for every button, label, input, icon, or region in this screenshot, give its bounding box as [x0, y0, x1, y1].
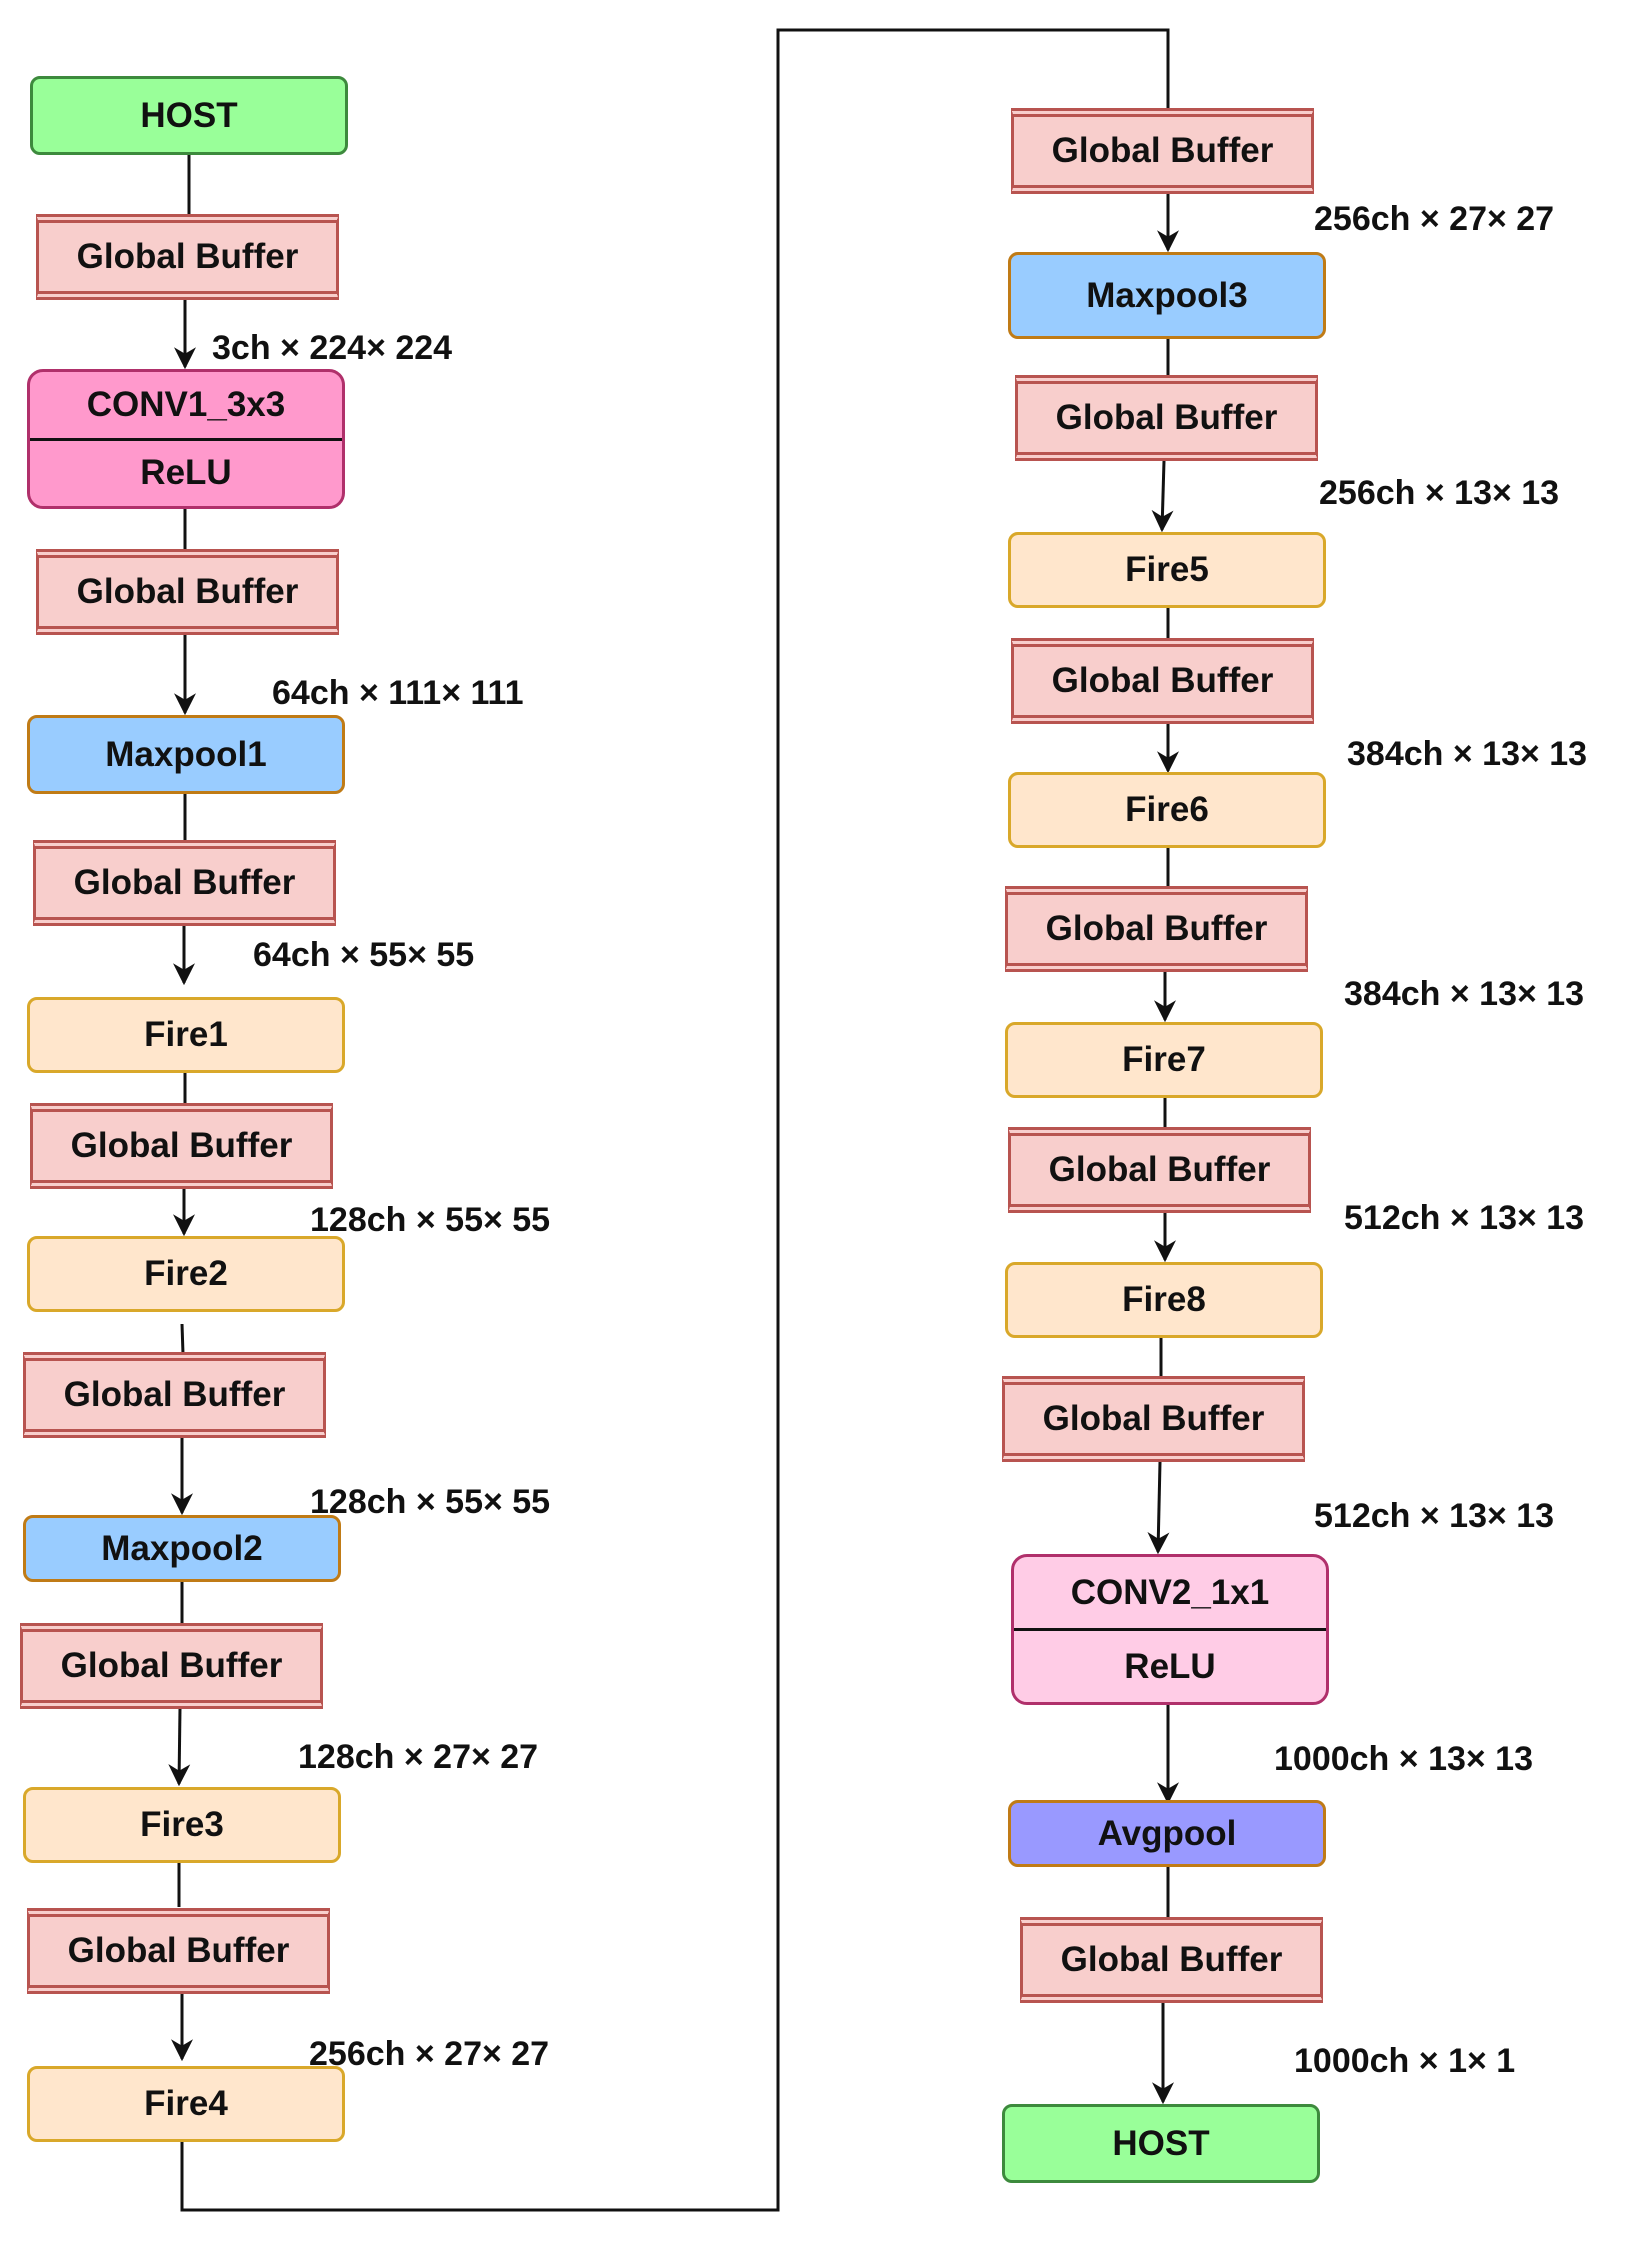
dim-label-maxpool1-input: 64ch × 111× 111 [272, 674, 524, 712]
global-buffer-label: Global Buffer [1055, 398, 1278, 437]
host-label: HOST [140, 95, 238, 135]
dim-label-fire1-input: 64ch × 55× 55 [253, 936, 475, 974]
dim-label-fire5-input: 256ch × 13× 13 [1319, 474, 1560, 512]
arrow-gb13-to-conv2 [1147, 1461, 1170, 1555]
global-buffer-1: Global Buffer [36, 214, 339, 300]
fire8-label: Fire8 [1122, 1280, 1206, 1319]
global-buffer-label: Global Buffer [1051, 661, 1274, 700]
global-buffer-5: Global Buffer [23, 1352, 326, 1438]
fire8-node: Fire8 [1005, 1262, 1323, 1338]
arrow-gb9-to-fire5 [1151, 460, 1174, 533]
global-buffer-3: Global Buffer [33, 840, 336, 926]
conv1-label: CONV1_3x3 [30, 372, 342, 441]
global-buffer-2: Global Buffer [36, 549, 339, 635]
maxpool1-label: Maxpool1 [105, 734, 267, 774]
relu-text: ReLU [140, 453, 232, 493]
connector-fire4-to-gb8 [180, 28, 1170, 2212]
global-buffer-label: Global Buffer [76, 572, 299, 611]
fire7-label: Fire7 [1122, 1040, 1206, 1079]
fire6-label: Fire6 [1125, 790, 1209, 829]
global-buffer-label: Global Buffer [1048, 1150, 1271, 1189]
maxpool3-label: Maxpool3 [1086, 275, 1248, 315]
dim-label-maxpool2-input: 128ch × 55× 55 [310, 1483, 551, 1521]
dim-label-fire6-input: 384ch × 13× 13 [1347, 735, 1588, 773]
dim-label-fire3-input: 128ch × 27× 27 [298, 1738, 539, 1776]
global-buffer-13: Global Buffer [1002, 1376, 1305, 1462]
global-buffer-8: Global Buffer [1011, 108, 1314, 194]
dim-label-output: 1000ch × 1× 1 [1294, 2042, 1516, 2080]
conv2-block: CONV2_1x1 ReLU [1011, 1554, 1329, 1705]
global-buffer-12: Global Buffer [1008, 1127, 1311, 1213]
dim-label-fire4-input: 256ch × 27× 27 [309, 2035, 550, 2073]
global-buffer-9: Global Buffer [1015, 375, 1318, 461]
fire7-node: Fire7 [1005, 1022, 1323, 1098]
global-buffer-label: Global Buffer [1042, 1399, 1265, 1438]
global-buffer-label: Global Buffer [1045, 909, 1268, 948]
fire1-node: Fire1 [27, 997, 345, 1073]
global-buffer-11: Global Buffer [1005, 886, 1308, 972]
maxpool3-node: Maxpool3 [1008, 252, 1326, 339]
fire1-label: Fire1 [144, 1015, 228, 1054]
global-buffer-label: Global Buffer [60, 1646, 283, 1685]
global-buffer-4: Global Buffer [30, 1103, 333, 1189]
conv2-label: CONV2_1x1 [1014, 1557, 1326, 1631]
avgpool-node: Avgpool [1008, 1800, 1326, 1867]
dim-label-conv2-input: 512ch × 13× 13 [1314, 1497, 1555, 1535]
dim-label-fire8-input: 512ch × 13× 13 [1344, 1199, 1585, 1237]
relu-label: ReLU [1014, 1631, 1326, 1702]
global-buffer-6: Global Buffer [20, 1623, 323, 1709]
dim-label-fire2-input: 128ch × 55× 55 [310, 1201, 551, 1239]
arrow-gb6-to-fire3 [168, 1707, 191, 1787]
global-buffer-label: Global Buffer [67, 1931, 290, 1970]
global-buffer-label: Global Buffer [1051, 131, 1274, 170]
maxpool2-label: Maxpool2 [101, 1528, 263, 1568]
global-buffer-label: Global Buffer [70, 1126, 293, 1165]
dim-label-avgpool-input: 1000ch × 13× 13 [1274, 1740, 1534, 1778]
fire6-node: Fire6 [1008, 772, 1326, 848]
conv1-block: CONV1_3x3 ReLU [27, 369, 345, 509]
fire4-label: Fire4 [144, 2084, 228, 2123]
relu-label: ReLU [30, 441, 342, 507]
fire5-node: Fire5 [1008, 532, 1326, 608]
conv2-text: CONV2_1x1 [1070, 1572, 1270, 1612]
host-node-top: HOST [30, 76, 348, 155]
dim-label-maxpool3-input: 256ch × 27× 27 [1314, 200, 1555, 238]
host-label: HOST [1112, 2123, 1210, 2163]
global-buffer-14: Global Buffer [1020, 1917, 1323, 2003]
global-buffer-label: Global Buffer [73, 863, 296, 902]
fire2-label: Fire2 [144, 1254, 228, 1293]
fire4-node: Fire4 [27, 2066, 345, 2142]
maxpool1-node: Maxpool1 [27, 715, 345, 794]
connector-fire2-to-gb5 [180, 1323, 185, 1355]
dim-label-conv1-input: 3ch × 224× 224 [212, 329, 453, 367]
fire3-node: Fire3 [23, 1787, 341, 1863]
fire5-label: Fire5 [1125, 550, 1209, 589]
fire3-label: Fire3 [140, 1805, 224, 1844]
dim-label-fire7-input: 384ch × 13× 13 [1344, 975, 1585, 1013]
fire2-node: Fire2 [27, 1236, 345, 1312]
conv1-text: CONV1_3x3 [86, 384, 286, 424]
relu-text: ReLU [1124, 1646, 1216, 1686]
host-node-bottom: HOST [1002, 2104, 1320, 2183]
global-buffer-label: Global Buffer [63, 1375, 286, 1414]
maxpool2-node: Maxpool2 [23, 1515, 341, 1582]
global-buffer-label: Global Buffer [1060, 1940, 1283, 1979]
avgpool-label: Avgpool [1097, 1813, 1237, 1853]
global-buffer-10: Global Buffer [1011, 638, 1314, 724]
global-buffer-label: Global Buffer [76, 237, 299, 276]
global-buffer-7: Global Buffer [27, 1908, 330, 1994]
